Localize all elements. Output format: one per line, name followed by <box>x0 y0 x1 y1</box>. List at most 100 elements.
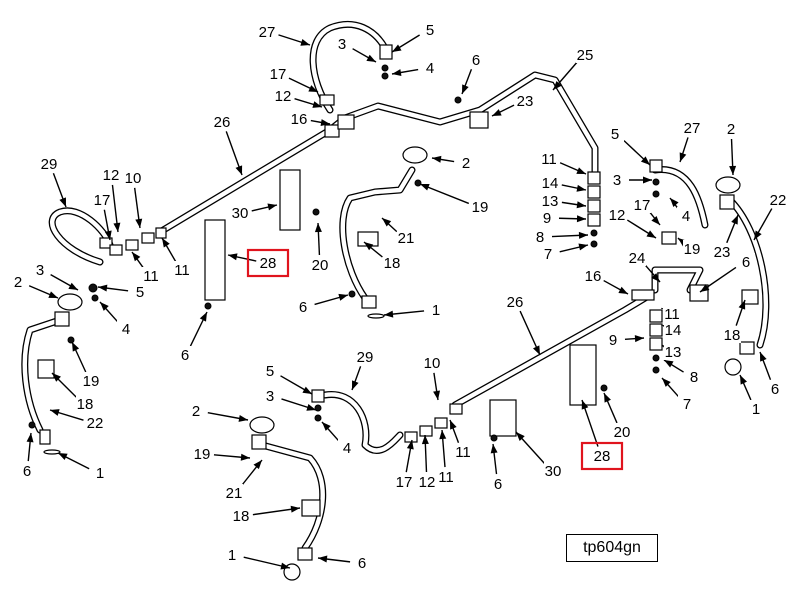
label-background <box>628 249 646 266</box>
bracket-30-top <box>279 169 301 231</box>
label-background <box>608 206 626 223</box>
callout-label: 27 <box>684 120 701 137</box>
highlight-box <box>246 248 290 278</box>
leader-arrowhead <box>312 101 322 108</box>
leader-arrowhead <box>68 282 78 290</box>
callout-label: 12 <box>609 207 626 224</box>
leader-arrowhead <box>382 218 392 227</box>
leader-arrowhead <box>581 400 589 410</box>
gasket-2-mid <box>402 146 428 164</box>
leader-arrowhead <box>420 183 430 191</box>
label-background <box>232 507 250 524</box>
highlight-box <box>580 441 624 471</box>
fitting <box>649 309 663 323</box>
fitting <box>661 231 677 245</box>
callout-label: 4 <box>122 321 130 338</box>
label-background <box>506 293 524 310</box>
gasket-2 <box>57 293 83 311</box>
bracket-30-lower <box>489 399 517 437</box>
leader-arrowhead <box>228 253 238 261</box>
leader-arrowhead <box>199 312 207 322</box>
callout-label: 1 <box>432 302 440 319</box>
label-background <box>294 298 312 315</box>
leader-arrowhead <box>238 415 248 422</box>
label-background <box>540 150 558 167</box>
callout-label: 23 <box>517 93 534 110</box>
leader-arrowhead <box>576 215 586 223</box>
callout-label: 18 <box>724 327 741 344</box>
callout-label: 3 <box>266 388 274 405</box>
label-background <box>606 125 624 142</box>
label-background <box>86 414 104 431</box>
callout-label: 2 <box>462 155 470 172</box>
callout-label: 8 <box>536 229 544 246</box>
callout-label: 19 <box>83 373 100 390</box>
connector-lower <box>297 547 313 561</box>
leader-arrowhead <box>72 342 80 352</box>
label-background <box>353 554 371 571</box>
leader-arrowhead <box>729 165 737 175</box>
leader-arrowhead <box>392 69 402 77</box>
callout-label: 2 <box>14 274 22 291</box>
callout-label: 1 <box>752 401 760 418</box>
callout-label: 21 <box>226 485 243 502</box>
label-background <box>231 204 249 221</box>
label-background <box>713 243 731 260</box>
leader-arrowhead <box>532 345 540 355</box>
flange <box>54 311 70 327</box>
label-background <box>664 321 682 338</box>
callout-label: 17 <box>634 197 651 214</box>
leader-arrowhead <box>253 460 262 470</box>
washer-1 <box>43 449 61 455</box>
label-background <box>9 273 27 290</box>
callout-label: 8 <box>690 369 698 386</box>
washer-1-right <box>724 358 742 376</box>
label-background <box>421 21 439 38</box>
fitting <box>587 185 601 199</box>
callout-label: 21 <box>398 230 415 247</box>
label-background <box>82 372 100 389</box>
callout-label: 2 <box>727 121 735 138</box>
leader-arrowhead <box>384 310 394 318</box>
leader-arrowhead <box>738 300 746 310</box>
label-background <box>544 462 562 479</box>
leader-arrowhead <box>235 165 243 175</box>
callout-label: 16 <box>585 268 602 285</box>
callout-label: 7 <box>544 246 552 263</box>
callout-label: 6 <box>358 555 366 572</box>
leader-arrowhead <box>462 84 469 94</box>
label-background <box>102 166 120 183</box>
fitting <box>319 94 335 106</box>
callout-label: 18 <box>233 508 250 525</box>
fittings <box>28 44 759 581</box>
callout-label: 29 <box>41 156 58 173</box>
label-background <box>225 484 243 501</box>
leader-arrowhead <box>135 218 143 228</box>
callout-label: 24 <box>629 250 646 267</box>
callout-label: 16 <box>291 111 308 128</box>
callout-label: 1 <box>228 547 236 564</box>
label-background <box>747 400 765 417</box>
leader-arrowhead <box>132 252 141 262</box>
label-background <box>683 119 701 136</box>
leader-arrowhead <box>98 284 108 292</box>
leader-arrowhead <box>52 373 61 382</box>
fitting <box>649 323 663 337</box>
label-background <box>538 209 556 226</box>
fitting <box>141 232 155 244</box>
leader-arrowhead <box>433 390 441 400</box>
callout-label: 5 <box>611 126 619 143</box>
leader-arrowhead <box>490 444 498 454</box>
callout-label: 14 <box>542 175 559 192</box>
leader-arrowhead <box>50 409 60 416</box>
callout-label: 6 <box>472 52 480 69</box>
callout-label: 26 <box>507 294 524 311</box>
label-background <box>437 468 455 485</box>
callout-label: 11 <box>541 151 557 168</box>
leader-arrowhead <box>576 167 586 174</box>
leader-arrowhead <box>740 375 747 385</box>
fitting <box>449 403 463 415</box>
leader-arrowhead <box>643 176 652 184</box>
label-background <box>664 343 682 360</box>
callout-label: 3 <box>338 36 346 53</box>
